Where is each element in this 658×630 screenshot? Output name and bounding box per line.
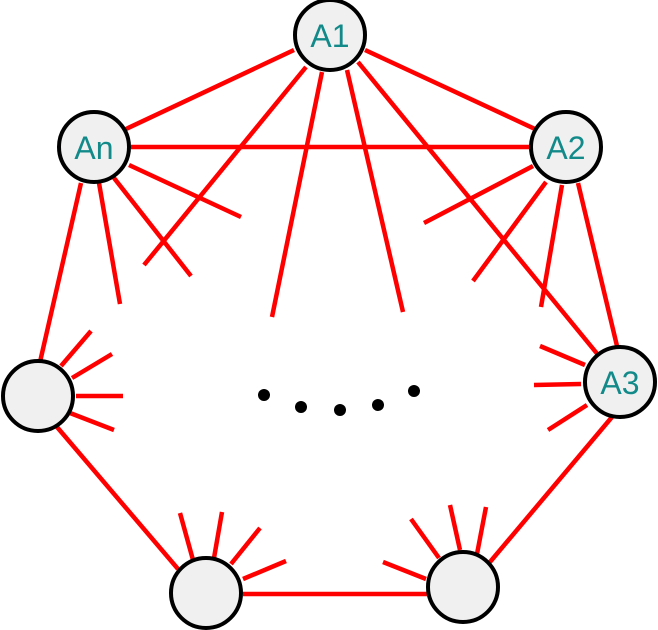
node-a1: A1 (293, 0, 367, 72)
edge-a2-stub (538, 184, 565, 308)
edge-bottom-left-stub (229, 526, 262, 566)
edge-a3-stub (539, 343, 586, 368)
dot (295, 401, 307, 413)
node-left (1, 359, 75, 433)
node-label: A1 (310, 18, 349, 54)
edge-bottom-right-stub (409, 517, 441, 560)
node-circle (529, 110, 603, 184)
dot (408, 385, 420, 397)
edge-left-stub (70, 352, 114, 380)
edge-a2-a3 (575, 182, 620, 347)
edge-a2-stub (422, 164, 535, 225)
edge-a3-stub (533, 381, 582, 388)
edge-an-left (37, 182, 84, 363)
node-a2: A2 (529, 110, 603, 184)
edge-bottom-right-stub (447, 504, 463, 551)
edge-bottom-left-stub (242, 558, 287, 582)
edge-a1-stub (142, 65, 308, 267)
edge-bottom-right-stub (382, 559, 427, 582)
node-label: A3 (600, 365, 639, 401)
edge-a3-bottom-right (488, 415, 614, 564)
edge-left-stub (69, 410, 115, 433)
edge-left-stub (59, 329, 93, 368)
edge-a1-a3 (356, 60, 601, 358)
dot (258, 389, 270, 401)
node-circle (169, 556, 243, 630)
edges (37, 47, 620, 597)
ellipsis-dots (258, 385, 420, 416)
node-circle (583, 345, 657, 419)
node-bottom-right (426, 550, 500, 624)
edge-an-stub (112, 176, 193, 278)
edge-an-stub (96, 182, 123, 305)
node-label: An (74, 130, 113, 166)
dot (334, 404, 346, 416)
node-an: An (57, 110, 131, 184)
edge-a1-stub (344, 69, 406, 313)
dot (372, 399, 384, 411)
node-label: A2 (546, 130, 585, 166)
edge-bottom-right-stub (474, 506, 489, 555)
edge-bottom-left-stub (211, 511, 225, 559)
edge-a3-stub (546, 403, 589, 432)
edge-left-bottom-left (55, 425, 180, 571)
node-circle (57, 110, 131, 184)
node-circle (426, 550, 500, 624)
edge-an-stub (128, 162, 242, 220)
edge-a2-stub (471, 180, 548, 283)
node-bottom-left (169, 556, 243, 630)
node-a3: A3 (583, 345, 657, 419)
edge-a1-a2 (364, 47, 536, 132)
edge-bottom-left-stub (177, 512, 196, 561)
node-circle (1, 359, 75, 433)
edge-a1-an (125, 47, 295, 132)
edge-a1-stub (269, 71, 325, 318)
node-circle (293, 0, 367, 72)
